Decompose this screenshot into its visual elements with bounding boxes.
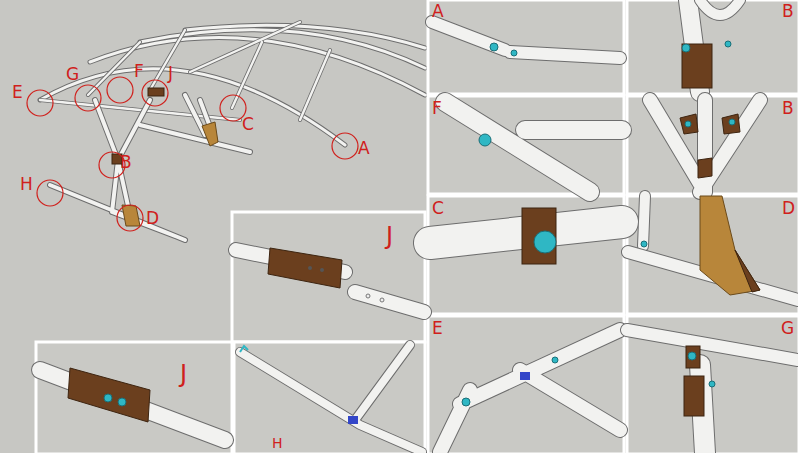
callout-letter: G: [781, 320, 794, 337]
callout-letter: D: [782, 200, 795, 217]
callout-letter: H: [20, 176, 33, 193]
callout-letter: H: [272, 436, 283, 450]
callout-letter: J: [180, 362, 187, 386]
callout-letter: B: [782, 3, 794, 20]
callout-letter: E: [12, 84, 23, 101]
callout-letter: A: [432, 3, 444, 20]
callout-letter: D: [146, 210, 159, 227]
callout-letter: J: [168, 65, 173, 82]
callout-letter: B: [782, 100, 794, 117]
callout-letter: E: [432, 320, 443, 337]
callout-letter: G: [66, 66, 79, 83]
callout-letter: A: [358, 140, 370, 157]
callout-letter: F: [432, 100, 442, 117]
callout-letter: J: [386, 224, 393, 248]
callout-letter: F: [134, 63, 144, 80]
callout-letter: C: [432, 200, 444, 217]
callout-letter: C: [242, 116, 254, 133]
callout-letter: B: [120, 154, 132, 171]
